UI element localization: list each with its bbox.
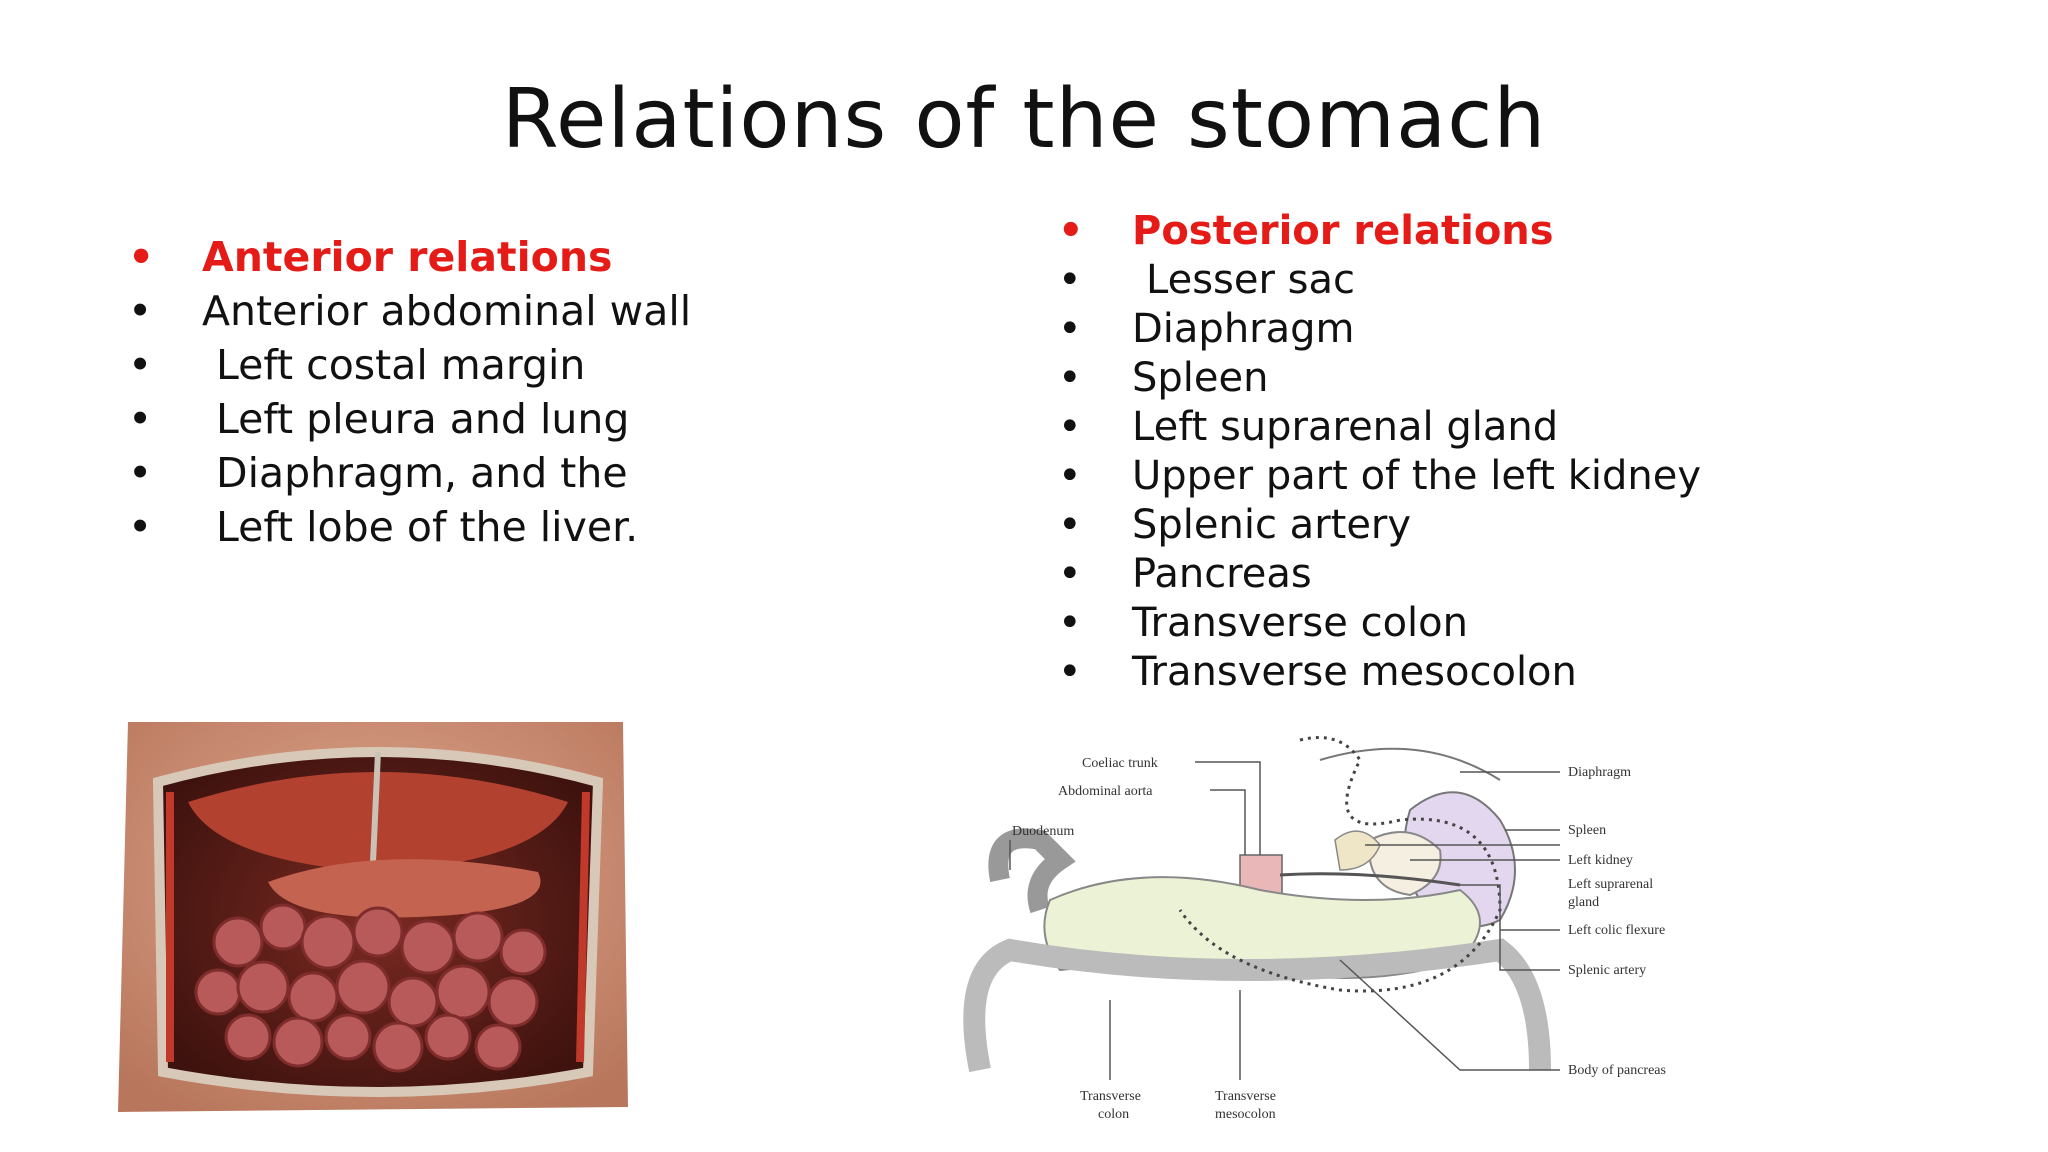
label-transverse-mesocolon-1: Transverse <box>1215 1089 1276 1104</box>
bullet: • <box>1058 502 1082 548</box>
list-item: • Left pleura and lung <box>128 392 691 446</box>
list-item: • Splenic artery <box>1058 501 1701 550</box>
list-item-text: Diaphragm <box>1132 306 1355 352</box>
bullet: • <box>1058 649 1082 695</box>
list-item-text: Anterior abdominal wall <box>202 287 692 335</box>
list-item: • Upper part of the left kidney <box>1058 452 1701 501</box>
bullet: • <box>128 449 153 497</box>
list-item: • Transverse mesocolon <box>1058 648 1701 697</box>
list-item-text: Lesser sac <box>1146 257 1355 303</box>
posterior-heading-item: • Posterior relations <box>1058 207 1701 256</box>
list-item-text: Left costal margin <box>216 341 586 389</box>
list-item-text: Left lobe of the liver. <box>216 503 639 551</box>
posterior-relations-diagram: Coeliac trunk Abdominal aorta Duodenum D… <box>963 736 1666 1122</box>
label-splenic-artery: Splenic artery <box>1568 963 1646 978</box>
bullet: • <box>1058 208 1084 254</box>
list-item: • Pancreas <box>1058 550 1701 599</box>
label-left-colic-flexure: Left colic flexure <box>1568 923 1665 938</box>
list-item-text: Upper part of the left kidney <box>1132 453 1702 499</box>
label-transverse-colon-2: colon <box>1098 1107 1129 1122</box>
bullet: • <box>128 341 153 389</box>
anterior-heading-item: • Anterior relations <box>128 230 691 284</box>
list-item-text: Splenic artery <box>1132 502 1412 548</box>
list-item: • Diaphragm <box>1058 305 1701 354</box>
slide-title: Relations of the stomach <box>501 72 1547 167</box>
label-abdominal-aorta: Abdominal aorta <box>1058 784 1153 799</box>
bullet: • <box>1058 551 1082 597</box>
posterior-relations-list: • Posterior relations • Lesser sac • Dia… <box>1058 207 1701 697</box>
abdominal-cavity-illustration <box>118 722 628 1112</box>
label-body-of-pancreas: Body of pancreas <box>1568 1063 1666 1078</box>
label-transverse-mesocolon-2: mesocolon <box>1215 1107 1276 1122</box>
label-spleen: Spleen <box>1568 823 1606 838</box>
list-item-text: Transverse mesocolon <box>1132 649 1577 695</box>
label-left-kidney: Left kidney <box>1568 853 1633 868</box>
list-item-text: Left suprarenal gland <box>1132 404 1559 450</box>
anterior-relations-list: • Anterior relations • Anterior abdomina… <box>128 230 691 554</box>
list-item: • Anterior abdominal wall <box>128 284 691 338</box>
label-duodenum: Duodenum <box>1012 824 1074 839</box>
bullet: • <box>128 395 153 443</box>
bullet: • <box>1058 453 1082 499</box>
list-item-text: Left pleura and lung <box>216 395 630 443</box>
label-left-suprarenal: Left suprarenal <box>1568 877 1653 892</box>
list-item-text: Spleen <box>1132 355 1269 401</box>
list-item: • Spleen <box>1058 354 1701 403</box>
label-coeliac-trunk: Coeliac trunk <box>1082 756 1158 771</box>
list-item: • Lesser sac <box>1058 256 1701 305</box>
list-item: • Left lobe of the liver. <box>128 500 691 554</box>
bullet: • <box>128 233 155 281</box>
bullet: • <box>128 503 153 551</box>
anterior-heading: Anterior relations <box>202 233 613 281</box>
bullet: • <box>1058 355 1082 401</box>
list-item-text: Transverse colon <box>1132 600 1468 646</box>
bullet: • <box>1058 306 1082 352</box>
bullet: • <box>128 287 153 335</box>
list-item-text: Diaphragm, and the <box>216 449 628 497</box>
label-diaphragm: Diaphragm <box>1568 765 1631 780</box>
label-left-suprarenal-gland: gland <box>1568 895 1599 910</box>
posterior-heading: Posterior relations <box>1132 208 1554 254</box>
list-item: • Transverse colon <box>1058 599 1701 648</box>
list-item-text: Pancreas <box>1132 551 1312 597</box>
bullet: • <box>1058 404 1082 450</box>
bullet: • <box>1058 257 1082 303</box>
label-transverse-colon-1: Transverse <box>1080 1089 1141 1104</box>
list-item: • Left costal margin <box>128 338 691 392</box>
list-item: • Diaphragm, and the <box>128 446 691 500</box>
bullet: • <box>1058 600 1082 646</box>
list-item: • Left suprarenal gland <box>1058 403 1701 452</box>
